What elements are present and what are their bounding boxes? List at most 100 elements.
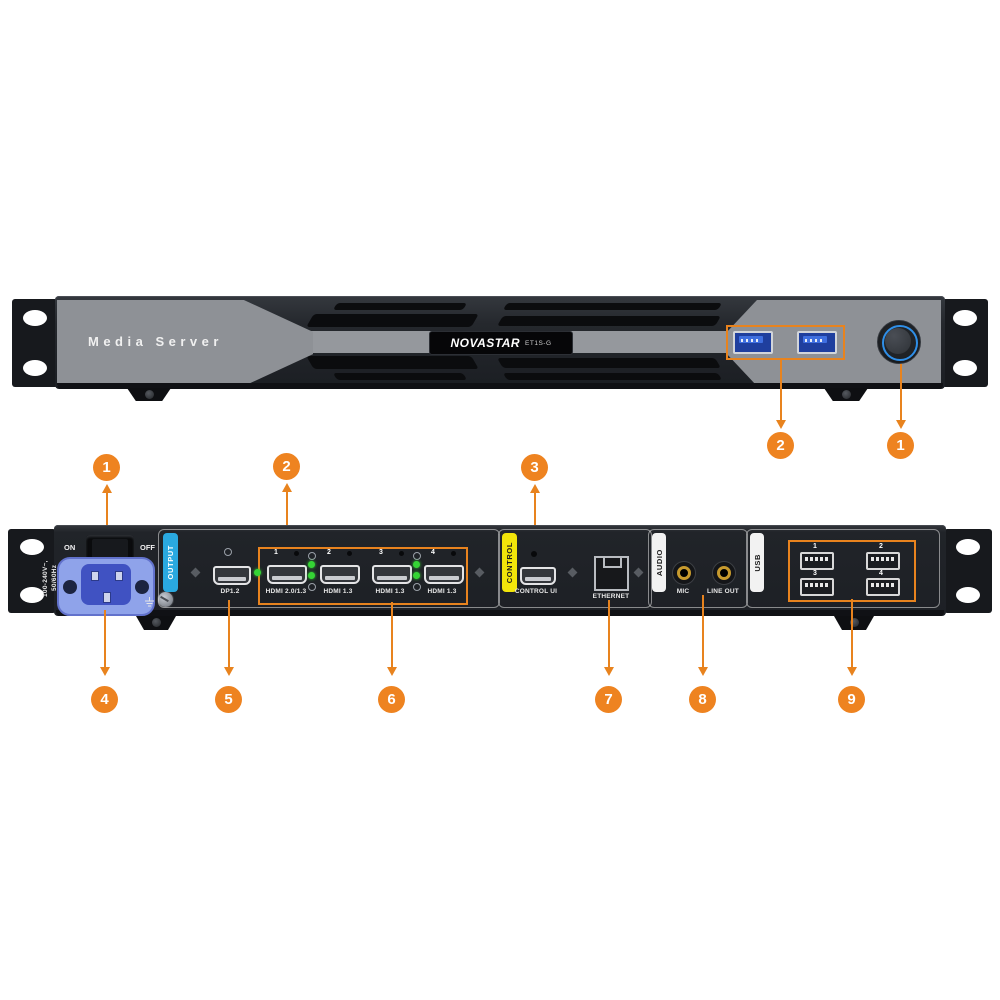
audio-strip: AUDIO	[652, 533, 666, 592]
leader-line	[103, 610, 107, 667]
usb-section-box	[746, 529, 940, 608]
vent-slot	[332, 373, 468, 380]
inlet-pin	[91, 571, 99, 581]
ground-symbol-icon	[145, 597, 154, 607]
brand-logo: NOVASTAR	[450, 336, 521, 350]
hdmi-status-led	[413, 572, 420, 579]
output-strip-label: OUTPUT	[166, 545, 175, 580]
usb-3-number: 3	[813, 570, 817, 577]
front-left-rack-ear	[12, 299, 58, 387]
hdmi-port-4	[424, 565, 464, 584]
callout-1-front: 1	[887, 432, 914, 459]
mounting-hole	[956, 587, 980, 603]
dp-port	[213, 566, 251, 585]
vent-slot	[497, 358, 721, 368]
screw-hole	[399, 551, 404, 556]
arrowhead	[102, 484, 112, 493]
voltage-label-line1: 100-240V~,	[42, 560, 49, 597]
arrowhead	[530, 484, 540, 493]
leader-line	[390, 602, 394, 667]
hdmi-status-led	[308, 572, 315, 579]
ethernet-port	[594, 556, 629, 591]
mounting-hole	[953, 360, 977, 376]
callout-1-back: 1	[93, 454, 120, 481]
jack-ring	[677, 566, 691, 580]
leader-line	[105, 493, 109, 550]
on-label: ON	[64, 543, 76, 552]
usb-2-number: 2	[879, 543, 883, 550]
mounting-hole	[23, 310, 47, 326]
front-usb-port-1	[733, 331, 773, 354]
output-strip: OUTPUT	[163, 533, 178, 592]
dp-status-led	[254, 569, 261, 576]
control-ui-port	[520, 567, 556, 585]
hdmi-3-label: HDMI 1.3	[375, 588, 405, 595]
line-out-label: LINE OUT	[707, 588, 739, 595]
front-foot	[824, 388, 868, 401]
inlet-ear-hole	[63, 579, 77, 594]
output-section-box	[158, 529, 500, 608]
leader-line	[227, 600, 231, 667]
arrowhead	[698, 667, 708, 676]
vent-slot	[306, 356, 479, 369]
usb-strip: USB	[750, 533, 764, 592]
usb-pins	[805, 339, 825, 342]
hdmi-status-led	[413, 561, 420, 568]
arrowhead	[896, 420, 906, 429]
usb-pins	[741, 339, 761, 342]
mic-label: MIC	[676, 588, 690, 595]
audio-strip-label: AUDIO	[654, 548, 664, 577]
screw-hole	[451, 551, 456, 556]
hdmi-status-led	[308, 561, 315, 568]
arrowhead	[776, 420, 786, 429]
inlet-ear-hole	[135, 579, 149, 594]
control-strip-label: CONTROL	[505, 541, 514, 584]
mounting-hole	[23, 360, 47, 376]
ethernet-label: ETHERNET	[592, 593, 630, 600]
usb-port-2	[866, 552, 900, 570]
jack-ring	[717, 566, 731, 580]
callout-2-front: 2	[767, 432, 794, 459]
arrowhead	[847, 667, 857, 676]
hdmi-4-label: HDMI 1.3	[427, 588, 457, 595]
usb-1-number: 1	[813, 543, 817, 550]
line-out-jack	[712, 561, 736, 585]
dp-port-label: DP1.2	[220, 588, 240, 595]
control-section-box	[498, 529, 652, 608]
power-button-core	[885, 328, 911, 354]
back-left-rack-ear	[8, 529, 56, 613]
inlet-pin	[115, 571, 123, 581]
back-foot	[136, 616, 176, 630]
dp-screw-icon	[224, 548, 232, 556]
inlet-pin	[103, 592, 111, 603]
rj45-notch	[603, 558, 622, 568]
control-ui-hole	[531, 551, 537, 557]
vent-slot	[502, 373, 723, 380]
mounting-hole	[20, 587, 44, 603]
audio-section-box	[648, 529, 748, 608]
arrowhead	[100, 667, 110, 676]
power-button-ring	[881, 324, 918, 361]
device-name-label: Media Server	[88, 334, 223, 349]
control-ui-label: CONTROL UI	[514, 588, 558, 595]
power-switch-rocker	[92, 539, 128, 558]
vent-slot	[497, 316, 721, 326]
back-bottom-edge	[56, 610, 944, 616]
ac-power-inlet	[57, 557, 155, 616]
usb-port-1	[800, 552, 834, 570]
back-right-rack-ear	[944, 529, 992, 613]
callout-6: 6	[378, 686, 405, 713]
hdmi-4-number: 4	[431, 549, 435, 556]
status-icon	[308, 552, 316, 560]
front-foot	[127, 388, 171, 401]
callout-5: 5	[215, 686, 242, 713]
foot-screw	[841, 390, 851, 399]
callout-7: 7	[595, 686, 622, 713]
hdmi-callout-box	[258, 547, 468, 605]
usb-port-4	[866, 578, 900, 596]
status-icon	[413, 552, 421, 560]
status-icon	[413, 583, 421, 591]
foot-screw	[151, 618, 161, 627]
mounting-hole	[956, 539, 980, 555]
